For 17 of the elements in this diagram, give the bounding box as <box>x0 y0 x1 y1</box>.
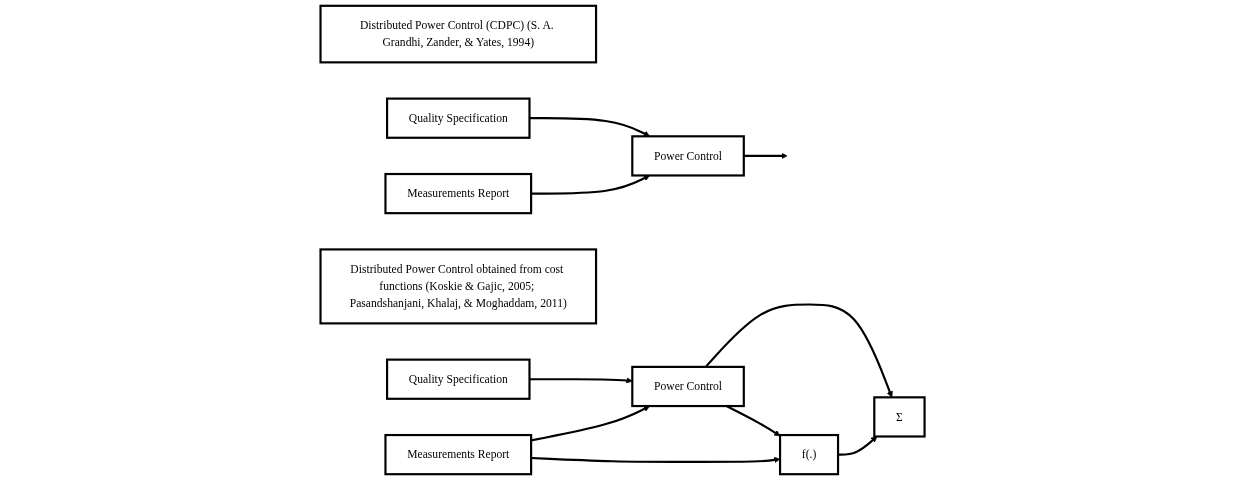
node-box: Distributed Power Control (CDPC) (S. A. Grandhi, Zander, & Yates, 1994) <box>319 4 598 64</box>
node-box: Quality Specification <box>385 358 531 400</box>
node-box: Distributed Power Control obtained from cost functions (Koskie & Gajic, 2005; Pasandshanjani, Khalaj, & Moghaddam, 2011) <box>319 248 598 325</box>
node-box: Σ <box>873 396 926 438</box>
arrow <box>743 152 788 160</box>
node-box: f(.) <box>778 433 840 476</box>
node-box: Quality Specification <box>385 97 531 139</box>
arrow <box>531 456 781 464</box>
node-box: Measurements Report <box>384 433 533 476</box>
node-box: Measurements Report <box>384 172 533 215</box>
node-box: Power Control <box>631 365 745 408</box>
arrow <box>704 303 893 398</box>
arrow <box>529 377 633 384</box>
node-box: Power Control <box>631 135 745 177</box>
arrow <box>531 175 650 195</box>
arrow <box>529 117 650 137</box>
arrow <box>838 436 878 456</box>
